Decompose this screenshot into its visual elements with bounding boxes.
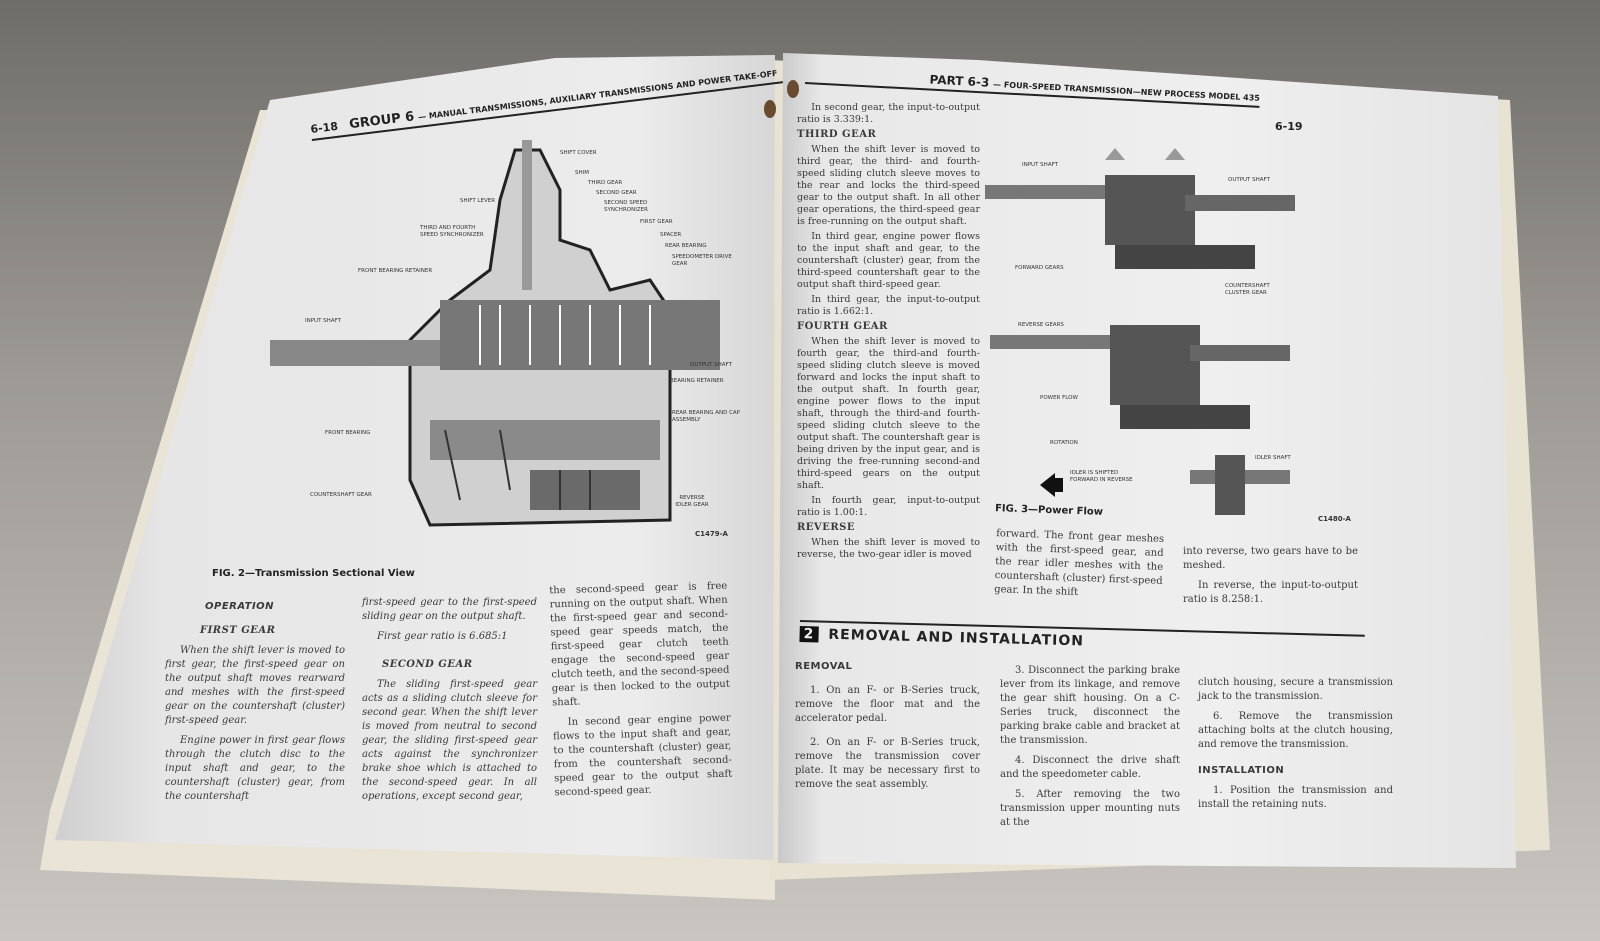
list-item: 1. Position the transmission and install… — [1198, 785, 1393, 810]
figure-label: INPUT SHAFT — [305, 318, 342, 324]
figure-label: FRONT BEARING RETAINER — [358, 268, 433, 274]
paragraph: When the shift lever is moved to first g… — [165, 645, 345, 726]
figure-label: INPUT SHAFT — [1022, 162, 1059, 168]
left-column-1: OPERATION FIRST GEAR When the shift leve… — [165, 596, 345, 810]
figure-label: SHIFT LEVER — [460, 198, 496, 204]
figure-label: COUNTERSHAFT GEAR — [310, 492, 372, 498]
third-gear-heading: THIRD GEAR — [797, 129, 877, 140]
paragraph: First gear ratio is 6.685:1 — [377, 631, 508, 642]
paragraph: In second gear engine power flows to the… — [552, 712, 733, 799]
figure-caption: FIG. 2—Transmission Sectional View — [212, 568, 415, 579]
removal-column-3: clutch housing, secure a transmission ja… — [1198, 676, 1393, 818]
figure-label: POWER FLOW — [1040, 395, 1078, 401]
figure-label: BEARING RETAINER — [670, 378, 724, 384]
figure-label: OUTPUT SHAFT — [1228, 177, 1270, 183]
list-item: 2. On an F- or B-Series truck, remove th… — [795, 737, 980, 790]
page-number: 6-19 — [1275, 120, 1303, 133]
removal-heading: REMOVAL — [795, 661, 853, 672]
figure-label: OUTPUT SHAFT — [690, 362, 732, 368]
figure-label: SECOND SPEED SYNCHRONIZER — [604, 200, 648, 213]
header-part: PART 6-3 — [929, 72, 990, 90]
power-flow-illustration — [985, 148, 1295, 515]
paragraph: In fourth gear, input-to-output ratio is… — [797, 495, 980, 518]
paragraph: In third gear, the input-to-output ratio… — [797, 294, 980, 317]
second-gear-heading: SECOND GEAR — [382, 659, 473, 670]
figure-label: COUNTERSHAFT CLUSTER GEAR — [1225, 283, 1270, 296]
installation-heading: INSTALLATION — [1198, 765, 1285, 776]
transmission-sectional-illustration — [270, 140, 720, 527]
figure-label: SPACER — [660, 232, 682, 238]
binding-hole — [787, 80, 799, 98]
paragraph: first-speed gear to the first-speed slid… — [362, 597, 537, 622]
figure-label: THIRD GEAR — [588, 180, 623, 186]
paragraph: When the shift lever is moved to fourth … — [797, 336, 980, 491]
paragraph: In third gear, engine power flows to the… — [797, 231, 980, 290]
paragraph: the second-speed gear is free running on… — [549, 580, 730, 709]
figure-label: SHIFT COVER — [560, 150, 597, 156]
paragraph: into reverse, two gears have to be meshe… — [1183, 546, 1358, 571]
right-column-1: In second gear, the input-to-output rati… — [797, 102, 980, 564]
binding-hole — [764, 100, 776, 118]
section-number: 2 — [799, 625, 819, 643]
list-item: 6. Remove the transmission attaching bol… — [1198, 711, 1393, 750]
removal-column-2: 3. Disconnect the parking brake lever fr… — [1000, 664, 1180, 836]
figure-label: IDLER IS SHIFTED FORWARD IN REVERSE — [1070, 470, 1133, 483]
figure-label: FRONT BEARING — [325, 430, 371, 436]
left-column-2: first-speed gear to the first-speed slid… — [362, 596, 537, 810]
operation-heading: OPERATION — [205, 601, 275, 612]
paragraph: Engine power in first gear flows through… — [165, 735, 345, 802]
paragraph: The sliding first-speed gear acts as a s… — [362, 679, 537, 802]
figure-label: REVERSE IDLER GEAR — [675, 495, 709, 508]
figure-label: ROTATION — [1050, 440, 1078, 446]
list-item: 1. On an F- or B-Series truck, remove th… — [795, 685, 980, 724]
paragraph: In second gear, the input-to-output rati… — [797, 102, 980, 125]
fourth-gear-heading: FOURTH GEAR — [797, 321, 888, 332]
figure-label: SECOND GEAR — [596, 190, 637, 196]
list-item: 3. Disconnect the parking brake lever fr… — [1000, 665, 1180, 746]
figure-label: IDLER SHAFT — [1255, 455, 1291, 461]
figure-label: REAR BEARING — [665, 243, 707, 249]
figure-label: SPEEDOMETER DRIVE GEAR — [672, 254, 732, 267]
list-item: 5. After removing the two transmission u… — [1000, 789, 1180, 828]
right-column-2: forward. The front gear meshes with the … — [994, 527, 1165, 609]
removal-column-1: REMOVAL 1. On an F- or B-Series truck, r… — [795, 656, 980, 798]
left-column-3: the second-speed gear is free running on… — [549, 580, 733, 807]
figure-label: FORWARD GEARS — [1015, 265, 1064, 271]
paragraph: In reverse, the input-to-output ratio is… — [1183, 580, 1358, 605]
paragraph: When the shift lever is moved to reverse… — [797, 537, 980, 560]
figure-label: THIRD AND FOURTH SPEED SYNCHRONIZER — [420, 225, 484, 238]
figure-code: C1479-A — [695, 530, 728, 538]
figure-label: SHIM — [575, 170, 589, 176]
reverse-heading: REVERSE — [797, 522, 855, 533]
figure-label: FIRST GEAR — [640, 219, 673, 225]
paragraph: forward. The front gear meshes with the … — [994, 528, 1165, 598]
figure-label: REAR BEARING AND CAP ASSEMBLY — [672, 410, 740, 423]
figure-label: REVERSE GEARS — [1018, 322, 1064, 328]
list-item: 4. Disconnect the drive shaft and the sp… — [1000, 755, 1180, 780]
list-item: clutch housing, secure a transmission ja… — [1198, 677, 1393, 702]
paragraph: When the shift lever is moved to third g… — [797, 144, 980, 227]
right-column-3: into reverse, two gears have to be meshe… — [1183, 545, 1358, 613]
first-gear-heading: FIRST GEAR — [200, 625, 276, 636]
figure-code: C1480-A — [1318, 515, 1351, 523]
